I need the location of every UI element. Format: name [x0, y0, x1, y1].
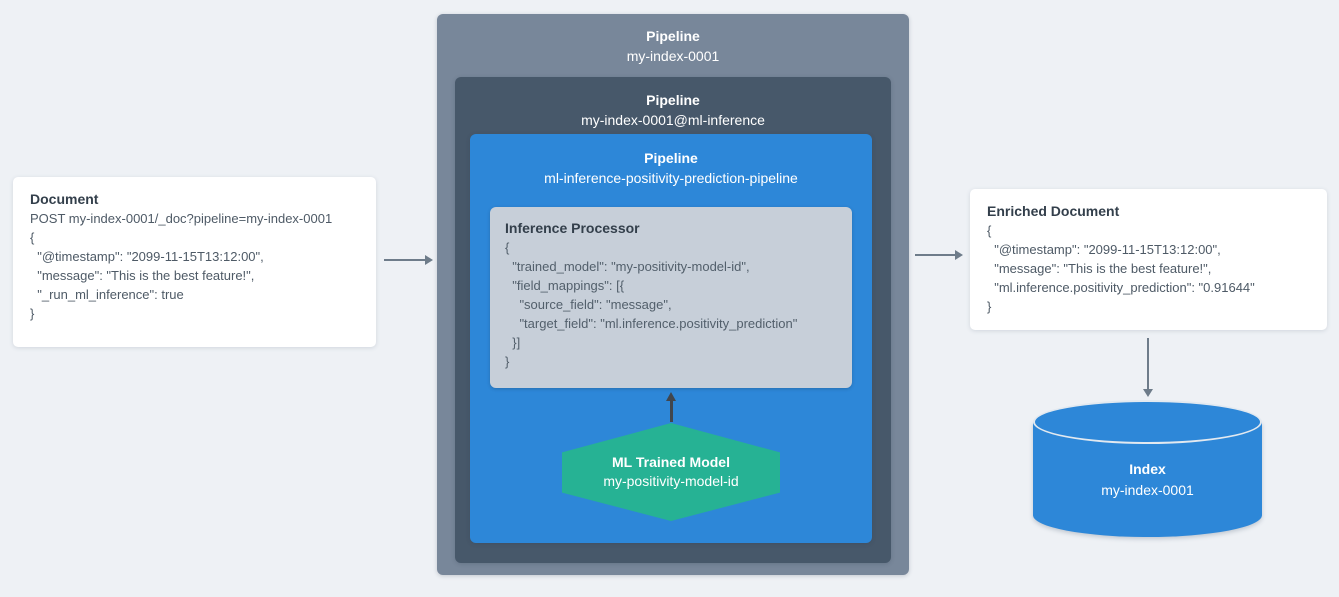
inference-processor-code-line: "source_field": "message",: [505, 297, 672, 312]
pipeline-outer-header: Pipeline my-index-0001: [437, 26, 909, 66]
pipeline-outer-label: Pipeline: [646, 28, 700, 44]
enriched-document-code-line: }: [987, 299, 992, 314]
inference-processor-code-line: {: [505, 240, 510, 255]
pipeline-ml-inference-name: my-index-0001@ml-inference: [581, 112, 765, 128]
document-code-line: "_run_ml_inference": true: [30, 287, 184, 302]
inference-processor-code-line: "trained_model": "my-positivity-model-id…: [505, 259, 750, 274]
index-label: Index my-index-0001: [1033, 460, 1262, 500]
enriched-document-code-line: "ml.inference.positivity_prediction": "0…: [987, 280, 1255, 295]
enriched-document-card: Enriched Document { "@timestamp": "2099-…: [970, 189, 1327, 330]
inference-processor-code-line: }: [505, 354, 510, 369]
inference-processor-code-line: "target_field": "ml.inference.positivity…: [505, 316, 798, 331]
pipeline-outer-name: my-index-0001: [626, 48, 720, 64]
index-title: Index: [1129, 461, 1166, 477]
enriched-document-title: Enriched Document: [987, 203, 1120, 219]
inference-processor-card: Inference Processor { "trained_model": "…: [490, 207, 852, 388]
enriched-document-code-line: "message": "This is the best feature!",: [987, 261, 1212, 276]
pipeline-prediction-header: Pipeline ml-inference-positivity-predict…: [470, 148, 872, 188]
arrow-pipeline-to-enriched: [915, 250, 963, 260]
inference-processor-title: Inference Processor: [505, 220, 640, 236]
inference-processor-code-line: }]: [505, 335, 521, 350]
index-cylinder-top: [1033, 400, 1262, 444]
pipeline-ml-inference-label: Pipeline: [646, 92, 700, 108]
arrow-document-to-pipeline: [384, 255, 433, 265]
pipeline-prediction-label: Pipeline: [644, 150, 698, 166]
enriched-document-code-line: "@timestamp": "2099-11-15T13:12:00",: [987, 242, 1221, 257]
document-code-line: }: [30, 306, 35, 321]
document-code-line: "message": "This is the best feature!",: [30, 268, 255, 283]
document-card-title: Document: [30, 191, 99, 207]
document-card: Document POST my-index-0001/_doc?pipelin…: [13, 177, 376, 347]
arrow-model-to-processor: [666, 392, 676, 422]
inference-processor-code-line: "field_mappings": [{: [505, 278, 625, 293]
pipeline-ml-inference-header: Pipeline my-index-0001@ml-inference: [455, 90, 891, 130]
arrow-enriched-to-index: [1143, 338, 1153, 397]
document-code-line: "@timestamp": "2099-11-15T13:12:00",: [30, 249, 264, 264]
document-code-line: POST my-index-0001/_doc?pipeline=my-inde…: [30, 211, 333, 226]
ml-trained-model-name: my-positivity-model-id: [603, 473, 739, 489]
index-cylinder: Index my-index-0001: [1033, 400, 1262, 537]
enriched-document-code-line: {: [987, 223, 992, 238]
index-name: my-index-0001: [1101, 482, 1194, 498]
document-code-line: {: [30, 230, 35, 245]
pipeline-prediction-name: ml-inference-positivity-prediction-pipel…: [544, 170, 798, 186]
ml-trained-model-title: ML Trained Model: [612, 454, 730, 470]
